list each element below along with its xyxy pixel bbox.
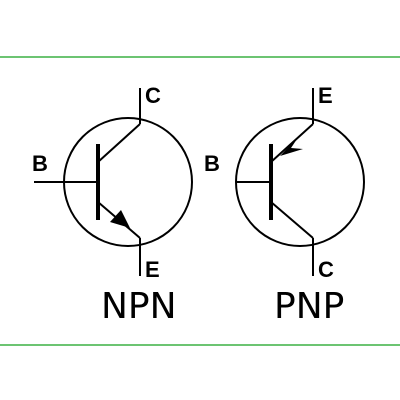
pnp-collector-label: C <box>318 257 334 282</box>
pnp-type-label: PNP <box>274 286 344 327</box>
pnp-emitter-label: E <box>318 83 333 108</box>
npn-transistor-symbol: C B E NPN <box>32 83 193 327</box>
pnp-emitter-arrow-icon <box>280 136 303 156</box>
npn-collector-diagonal <box>97 123 141 163</box>
npn-emitter-label: E <box>145 257 160 282</box>
pnp-emitter-diagonal <box>270 123 314 163</box>
npn-emitter-arrow-icon <box>110 210 130 228</box>
npn-type-label: NPN <box>101 286 177 327</box>
pnp-transistor-symbol: E B C PNP <box>204 83 365 327</box>
npn-base-label: B <box>32 151 48 176</box>
npn-collector-label: C <box>145 83 161 108</box>
diagram-frame <box>0 56 400 346</box>
pnp-collector-diagonal <box>270 201 314 239</box>
pnp-base-label: B <box>204 151 220 176</box>
